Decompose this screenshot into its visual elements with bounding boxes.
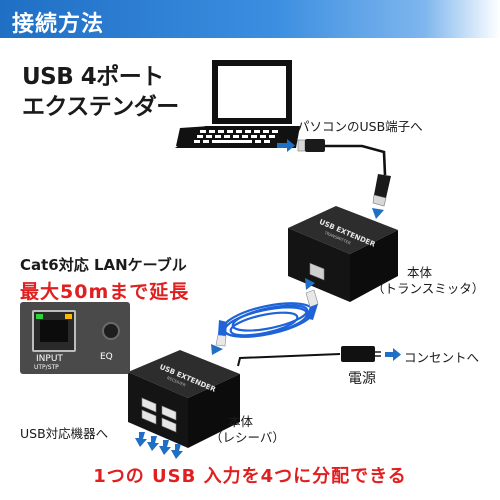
lan-cable-label: Cat6対応 LANケーブル xyxy=(20,256,187,274)
panel-eq-label: EQ xyxy=(100,352,113,362)
usb-plug-icon xyxy=(372,174,391,207)
eq-button xyxy=(102,322,120,340)
lan-port-socket xyxy=(40,320,68,342)
lan-plug-icon xyxy=(215,320,227,347)
panel-utp-label: UTP/STP xyxy=(34,364,59,371)
arrow-up-icon xyxy=(305,278,315,290)
product-title: USB 4ポート エクステンダー xyxy=(22,62,179,122)
outlet-label: コンセントへ xyxy=(404,350,480,365)
pc-usb-label: パソコンのUSB端子へ xyxy=(297,119,423,134)
led-green xyxy=(36,314,43,319)
extender-device-icon: USB EXTENDER TRANSMITTER xyxy=(288,206,398,302)
power-adapter-icon xyxy=(341,346,381,362)
power-cable xyxy=(237,353,341,367)
usb-device-arrows xyxy=(135,432,183,459)
usb-cable xyxy=(325,144,387,176)
lan-input-panel: INPUT UTP/STP EQ xyxy=(20,302,130,374)
lan-plug-icon xyxy=(305,289,319,320)
laptop-icon xyxy=(175,60,300,148)
usb-ports xyxy=(141,397,177,433)
usb-plug-icon xyxy=(297,139,325,152)
header-title: 接続方法 xyxy=(12,12,105,37)
transmitter-label-2: （トランスミッタ） xyxy=(372,281,485,296)
footer-caption: 1つの USB 入力を4つに分配できる xyxy=(93,466,407,487)
panel-input-label: INPUT xyxy=(36,354,63,364)
product-title-line1: USB 4ポート xyxy=(22,64,164,90)
arrow-down-icon xyxy=(372,208,384,219)
product-title-line2: エクステンダー xyxy=(22,94,179,120)
extender-device-icon: USB EXTENDER RECEIVER xyxy=(128,350,240,448)
lan-port-icon xyxy=(32,310,76,352)
receiver-label-1: 本体 xyxy=(228,414,254,429)
arrow-right-icon xyxy=(385,348,401,361)
extension-label: 最大50mまで延長 xyxy=(20,281,190,303)
power-label: 電源 xyxy=(348,371,376,387)
led-yellow xyxy=(65,314,72,319)
receiver-label-2: （レシーバ） xyxy=(210,430,285,445)
lan-cable-coil xyxy=(221,302,315,338)
arrow-down-icon xyxy=(211,344,223,355)
arrow-right-icon xyxy=(277,139,295,152)
usb-devices-label: USB対応機器へ xyxy=(20,426,109,441)
header-bar: 接続方法 xyxy=(0,0,500,38)
transmitter-label-1: 本体 xyxy=(407,265,433,280)
